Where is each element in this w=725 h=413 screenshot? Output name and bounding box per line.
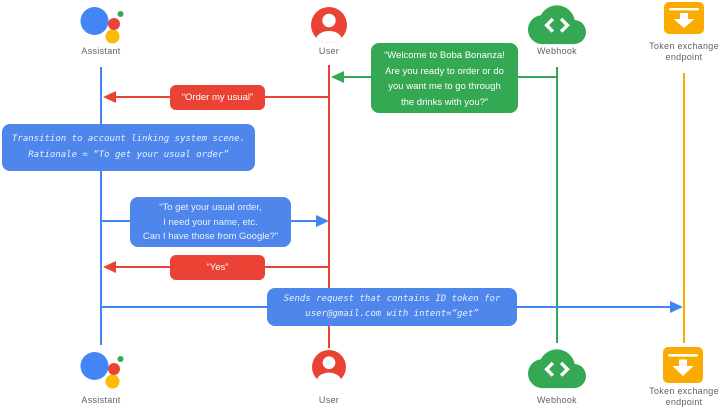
actor-label-assistant-top: Assistant — [81, 46, 121, 56]
cloud-code-icon — [528, 349, 586, 389]
google-assistant-icon — [80, 352, 124, 389]
arrow-welcome-head-icon — [331, 71, 344, 83]
arrow-sends-head-icon — [670, 301, 683, 313]
lifeline-user — [328, 65, 330, 348]
lifeline-assistant — [100, 67, 102, 345]
actor-label-token-line: Token exchange — [649, 386, 719, 396]
token-endpoint-icon — [664, 2, 704, 34]
lifeline-token-endpoint — [683, 73, 685, 343]
google-assistant-icon — [80, 7, 124, 44]
message-welcome: “Welcome to Boba Bonanza! Are you ready … — [371, 43, 518, 113]
message-ask-line: “To get your usual order, — [159, 202, 262, 213]
actor-label-webhook-bottom: Webhook — [537, 395, 577, 405]
arrow-ask-head-icon — [316, 215, 329, 227]
note-transition: Transition to account linking system sce… — [2, 124, 255, 171]
actor-label-assistant-bottom: Assistant — [81, 395, 121, 405]
message-welcome-line: you want me to go through — [388, 81, 501, 92]
actor-label-token-line: Token exchange — [649, 41, 719, 51]
message-welcome-line: the drinks with you?” — [400, 96, 489, 108]
actor-label-token-line: endpoint — [665, 52, 703, 62]
actor-label-webhook-top: Webhook — [537, 46, 577, 56]
message-yes: “Yes” — [170, 255, 265, 280]
cloud-code-icon — [528, 5, 586, 45]
note-sends-request-line: Sends request that contains ID token for — [283, 294, 501, 304]
actor-label-token-line: endpoint — [665, 397, 703, 407]
token-endpoint-icon — [663, 347, 703, 383]
actor-label-token-bottom: Token exchange endpoint — [644, 386, 724, 408]
message-welcome-line: “Welcome to Boba Bonanza! — [384, 50, 505, 61]
message-ask-line: I need your name, etc. — [163, 216, 258, 228]
actor-label-user-bottom: User — [318, 395, 340, 405]
message-ask: “To get your usual order, I need your na… — [130, 197, 291, 247]
actor-label-user-top: User — [318, 46, 340, 56]
note-sends-request-line: user@gmail.com with intent=“get” — [305, 309, 479, 319]
actor-label-token-top: Token exchange endpoint — [644, 41, 724, 63]
lifeline-webhook — [556, 67, 558, 343]
note-transition-line: Rationale = “To get your usual order” — [28, 149, 229, 160]
arrow-yes-head-icon — [103, 261, 116, 273]
message-ask-line: Can I have those from Google?” — [142, 231, 279, 243]
note-transition-line: Transition to account linking system sce… — [12, 134, 245, 144]
user-icon — [311, 7, 347, 43]
note-sends-request: Sends request that contains ID token for… — [267, 288, 517, 326]
message-welcome-line: Are you ready to order or do — [385, 65, 504, 77]
user-icon — [312, 350, 346, 384]
arrow-order-head-icon — [103, 91, 116, 103]
message-order: “Order my usual” — [170, 85, 265, 110]
